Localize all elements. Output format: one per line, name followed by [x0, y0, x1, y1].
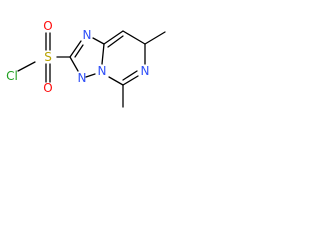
- bonds: [17, 30, 166, 108]
- bond-c7-methyl: [144, 31, 166, 45]
- atom-label-nitrogen-bridge: N: [98, 64, 107, 78]
- atom-label-nitrogen-right: N: [141, 64, 150, 78]
- bond-c5-n-bridge: [108, 76, 124, 86]
- atom-label-oxygen-bottom: O: [43, 81, 52, 95]
- bond-n6-c5: [122, 75, 139, 86]
- atom-label-chlorine: Cl: [6, 69, 18, 83]
- bond-c2-n-top: [69, 40, 82, 58]
- bond-c8a-c8-inner: [107, 35, 124, 48]
- atom-label-nitrogen-top: N: [83, 28, 92, 42]
- bond-c2-n-top-inner: [74, 44, 84, 58]
- bond-cl-s: [17, 61, 36, 72]
- bond-n-bridge-n-bl: [85, 73, 96, 78]
- bond-n-bl-c2: [69, 56, 79, 72]
- atom-labels: Cl S O O N N N N: [6, 19, 149, 95]
- chemical-structure: Cl S O O N N N N: [6, 19, 166, 108]
- bond-c8a-n-bridge: [101, 43, 105, 65]
- atom-label-sulfur: S: [44, 50, 52, 64]
- bond-n6-c5-inner: [122, 70, 138, 81]
- bond-c8-c7: [122, 30, 146, 45]
- bond-n-top-c8a: [92, 37, 105, 45]
- atom-label-nitrogen-bottom-left: N: [78, 71, 87, 85]
- bond-c8a-c8: [103, 30, 124, 45]
- atom-label-oxygen-top: O: [43, 19, 52, 33]
